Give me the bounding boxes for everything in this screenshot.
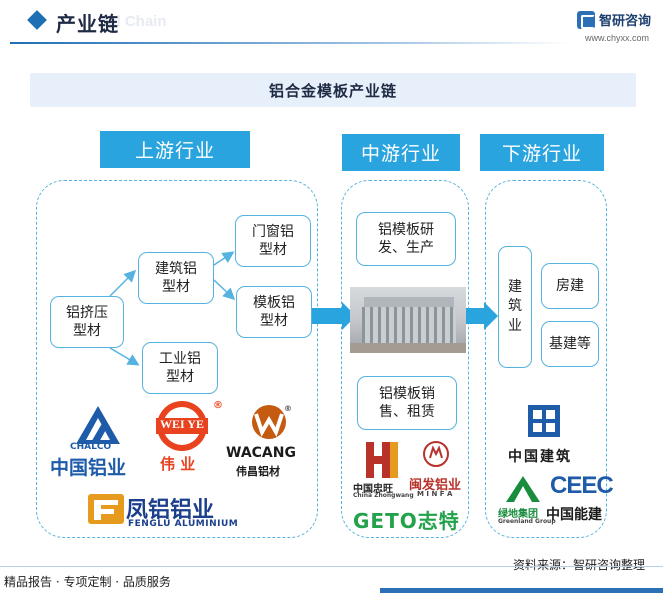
footer-accent-bar — [380, 588, 663, 593]
arrow-midstream-downstream — [466, 302, 498, 330]
node-infrastructure: 基建等 — [541, 321, 599, 367]
fenglu-logo-en: FENGLU ALUMINIUM — [128, 519, 239, 529]
tag-upstream: 上游行业 — [100, 131, 250, 168]
wacang-logo-icon — [252, 405, 286, 439]
tag-midstream: 中游行业 — [342, 134, 460, 171]
node-housing: 房建 — [541, 263, 599, 309]
node-formwork-profile: 模板铝 型材 — [236, 286, 312, 338]
node-window-profile: 门窗铝 型材 — [235, 215, 311, 267]
weiye-logo-cn: 伟 业 — [160, 455, 196, 473]
greenland-logo-icon — [506, 476, 540, 502]
wacang-logo-en: WACANG — [226, 445, 296, 461]
weiye-registered-mark: ® — [213, 400, 223, 411]
arrow-upstream-midstream — [312, 302, 356, 330]
header-divider — [10, 42, 570, 44]
cscec-logo-icon — [528, 405, 560, 437]
greenland-logo-en: Greenland Group — [498, 518, 556, 525]
footer-slogan: 精品报告 · 专项定制 · 品质服务 — [4, 575, 171, 589]
title-watermark: ial Chain — [104, 13, 167, 30]
brand-icon — [576, 10, 595, 29]
page-title: 产业链 — [56, 12, 119, 36]
node-aluminium-extrusion: 铝挤压 型材 — [50, 296, 124, 348]
node-construction-profile: 建筑铝 型材 — [138, 252, 214, 304]
chalco-logo-icon — [76, 406, 120, 444]
node-formwork-rnd: 铝模板研 发、生产 — [356, 212, 456, 266]
weiye-logo-en: WEI YE — [160, 417, 204, 431]
diagram-title: 铝合金模板产业链 — [30, 73, 636, 107]
weiye-logo-icon — [156, 401, 208, 451]
minfa-logo-en: M I N F A — [417, 490, 453, 498]
wacang-logo-cn: 伟昌铝材 — [236, 465, 280, 478]
source-note: 资料来源：智研咨询整理 — [512, 558, 645, 572]
fenglu-logo-cn: 凤铝铝业 — [126, 498, 215, 523]
zhongwang-logo-en: China Zhongwang — [353, 492, 414, 499]
node-construction-industry: 建 筑 业 — [498, 246, 532, 368]
arrow-extrusion-construction — [109, 269, 137, 297]
cscec-logo-cn: 中国建筑 — [508, 449, 572, 465]
node-formwork-sales: 铝模板销 售、租赁 — [357, 376, 457, 430]
ceec-logo-cn: 中国能建 — [546, 507, 602, 523]
chalco-logo-en: CHALCO — [70, 442, 112, 452]
tag-downstream: 下游行业 — [480, 134, 604, 171]
minfa-logo-cn: 闽发铝业 — [409, 478, 462, 493]
greenland-logo-cn: 绿地集团 — [498, 509, 538, 520]
formwork-photo — [350, 287, 466, 353]
arrow-extrusion-industrial — [109, 347, 140, 366]
arrow-construction-window — [213, 251, 235, 266]
brand-logo: 智研咨询 — [576, 10, 651, 29]
footer-divider — [0, 566, 663, 567]
brand-name: 智研咨询 — [598, 14, 651, 29]
node-industrial-profile: 工业铝 型材 — [142, 342, 218, 394]
wacang-registered-mark: ® — [284, 404, 292, 413]
arrow-construction-formwork — [213, 279, 236, 301]
zhongwang-logo-cn: 中国忠旺 — [353, 484, 393, 495]
header: ial Chain 产业链 智研咨询 www.chyxx.com — [0, 0, 663, 52]
ceec-logo-en: CEEC — [550, 472, 614, 499]
minfa-logo-icon — [423, 441, 449, 467]
fenglu-logo-icon — [88, 494, 124, 524]
brand-url: www.chyxx.com — [584, 33, 649, 43]
zhongwang-logo-icon — [366, 442, 398, 478]
geto-logo: GETO志特 — [353, 509, 460, 533]
chalco-logo-cn: 中国铝业 — [50, 457, 127, 479]
